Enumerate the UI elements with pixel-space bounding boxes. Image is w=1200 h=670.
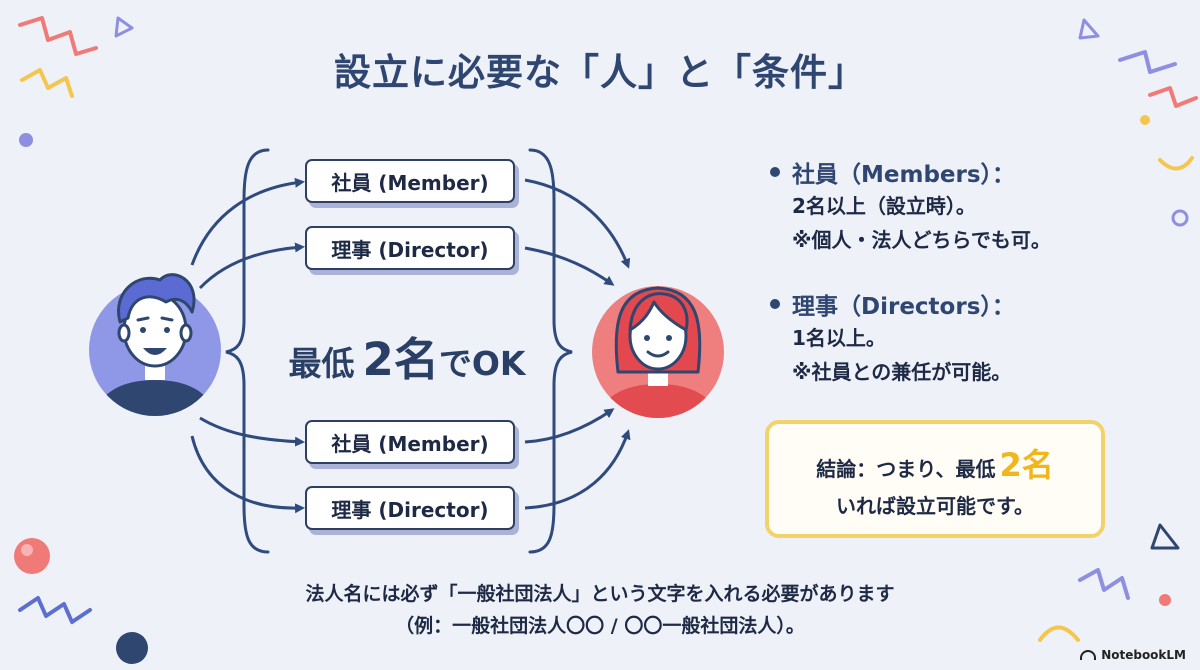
left-brace [225, 148, 270, 554]
bullet-line: 1名以上。 [792, 326, 886, 350]
right-brace [528, 148, 573, 554]
deco-zigzag-red [1148, 86, 1198, 108]
arrow-from-director-top [524, 246, 615, 286]
deco-zigzag-purple [1078, 568, 1130, 600]
arrow-to-director-bottom [190, 435, 305, 514]
footnote-line2: （例：一般社団法人〇〇 / 〇〇一般社団法人）。 [395, 615, 805, 637]
role-box-member-bottom: 社員 (Member) [305, 420, 515, 464]
deco-arc-yellow [1158, 156, 1194, 171]
arrow-from-member-bottom [524, 408, 615, 444]
conclusion-line2: いれば設立可能です。 [836, 493, 1034, 518]
bullet-line: ※個人・法人どちらでも可。 [792, 228, 1051, 252]
arrow-from-director-bottom [524, 429, 631, 510]
deco-zigzag-yellow [20, 68, 74, 98]
role-box-director-bottom: 理事 (Director) [305, 486, 515, 530]
bullet-heading: 社員（Members）： [792, 162, 1016, 188]
arrow-to-member-top [190, 177, 305, 266]
footnote-line1: 法人名には必ず「一般社団法人」という文字を入れる必要があります [305, 583, 895, 605]
conclusion-prefix: 結論：つまり、最低 [816, 456, 996, 481]
role-box-member-top: 社員 (Member) [305, 159, 515, 203]
role-box-director-top: 理事 (Director) [305, 226, 515, 270]
deco-dot-yellow [1140, 115, 1150, 125]
person-female-icon [592, 286, 724, 418]
bullet-heading: 理事（Directors）： [792, 294, 1015, 320]
bullet-dot [770, 299, 780, 309]
deco-zigzag-blue [18, 596, 92, 624]
brand-mark: NotebookLM [1080, 648, 1186, 662]
bullet-directors: 理事（Directors）： 1名以上。 ※社員との兼任が可能。 [770, 287, 1100, 389]
arrow-to-director-top [198, 242, 305, 290]
person-male-icon [89, 273, 221, 416]
deco-zigzag-purple [1118, 50, 1177, 74]
deco-arc-yellow [1038, 625, 1080, 642]
deco-dot-purple [19, 133, 33, 147]
notebooklm-logo-icon [1080, 650, 1097, 660]
deco-zigzag-red [18, 16, 98, 56]
deco-triangle-purple [1078, 18, 1100, 40]
deco-ring-purple [1171, 209, 1189, 227]
bullet-line: ※社員との兼任が可能。 [792, 360, 1012, 384]
minimum-number: 2名 [362, 333, 439, 386]
bullet-line: 2名以上（設立時）。 [792, 194, 976, 218]
bullet-members: 社員（Members）： 2名以上（設立時）。 ※個人・法人どちらでも可。 [770, 155, 1100, 257]
arrow-from-member-top [524, 178, 631, 269]
footnote: 法人名には必ず「一般社団法人」という文字を入れる必要があります （例：一般社団法… [0, 578, 1200, 642]
deco-half-circle-blue [116, 632, 148, 664]
deco-dot-red [1159, 594, 1171, 606]
arrow-to-member-bottom [199, 416, 305, 447]
deco-triangle-blue [1150, 523, 1180, 550]
deco-ball-highlight [21, 544, 33, 556]
minimum-suffix: でOK [438, 344, 526, 383]
brand-name: NotebookLM [1101, 648, 1186, 662]
deco-triangle-purple [114, 16, 134, 38]
bullet-dot [770, 167, 780, 177]
conclusion-highlight: 2名 [999, 445, 1054, 484]
page-title: 設立に必要な「人」と「条件」 [334, 51, 866, 94]
minimum-prefix: 最低 [288, 344, 355, 383]
